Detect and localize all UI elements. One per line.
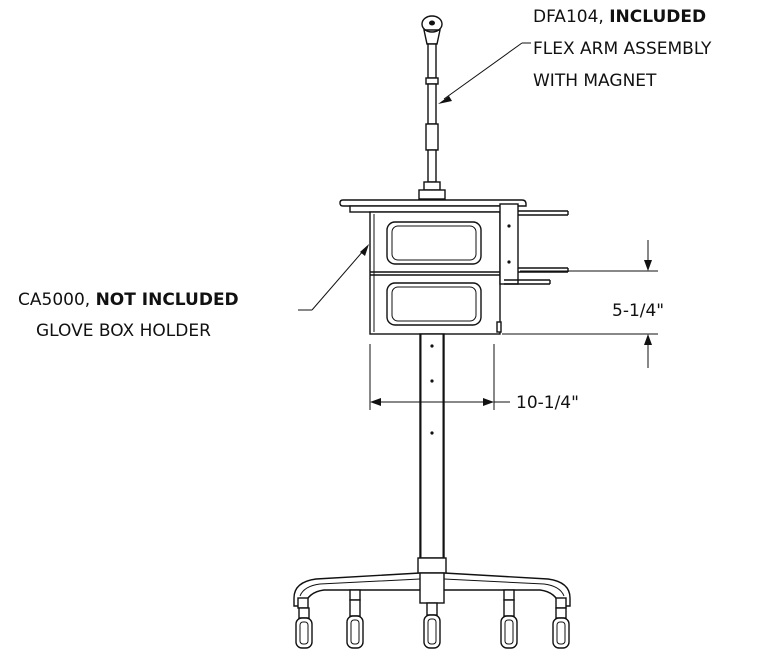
caster-2 xyxy=(346,599,364,649)
base xyxy=(293,572,571,609)
caster-5 xyxy=(552,607,570,649)
flex-arm-callout: DFA104, INCLUDED FLEX ARM ASSEMBLY WITH … xyxy=(438,7,712,104)
caster-1 xyxy=(295,607,313,649)
height-dimension: 5-1/4" xyxy=(502,240,664,368)
glove-box-callout: CA5000, NOT INCLUDED GLOVE BOX HOLDER xyxy=(18,244,369,341)
side-bracket xyxy=(496,203,569,333)
flex-arm-callout-line0: DFA104, INCLUDED xyxy=(533,7,706,27)
flex-arm-callout-line2: WITH MAGNET xyxy=(533,71,657,91)
caster-4 xyxy=(500,599,518,649)
flex-arm-callout-line1: FLEX ARM ASSEMBLY xyxy=(533,39,712,59)
width-dimension-label: 10-1/4" xyxy=(516,393,579,413)
glove-box-holder xyxy=(369,211,501,335)
glove-box-status: NOT INCLUDED xyxy=(96,290,239,310)
width-dimension: 10-1/4" xyxy=(369,344,579,413)
glove-box-callout-line1: GLOVE BOX HOLDER xyxy=(36,321,211,341)
pole xyxy=(417,333,447,577)
flex-arm-assembly xyxy=(418,15,446,200)
height-dimension-label: 5-1/4" xyxy=(612,301,664,321)
top-tray xyxy=(339,199,527,213)
caster-3 xyxy=(423,602,441,649)
flex-arm-part-number: DFA104, xyxy=(533,7,604,27)
glove-box-part-number: CA5000, xyxy=(18,290,90,310)
flex-arm-status: INCLUDED xyxy=(609,7,706,27)
glove-box-callout-line0: CA5000, NOT INCLUDED xyxy=(18,290,239,310)
